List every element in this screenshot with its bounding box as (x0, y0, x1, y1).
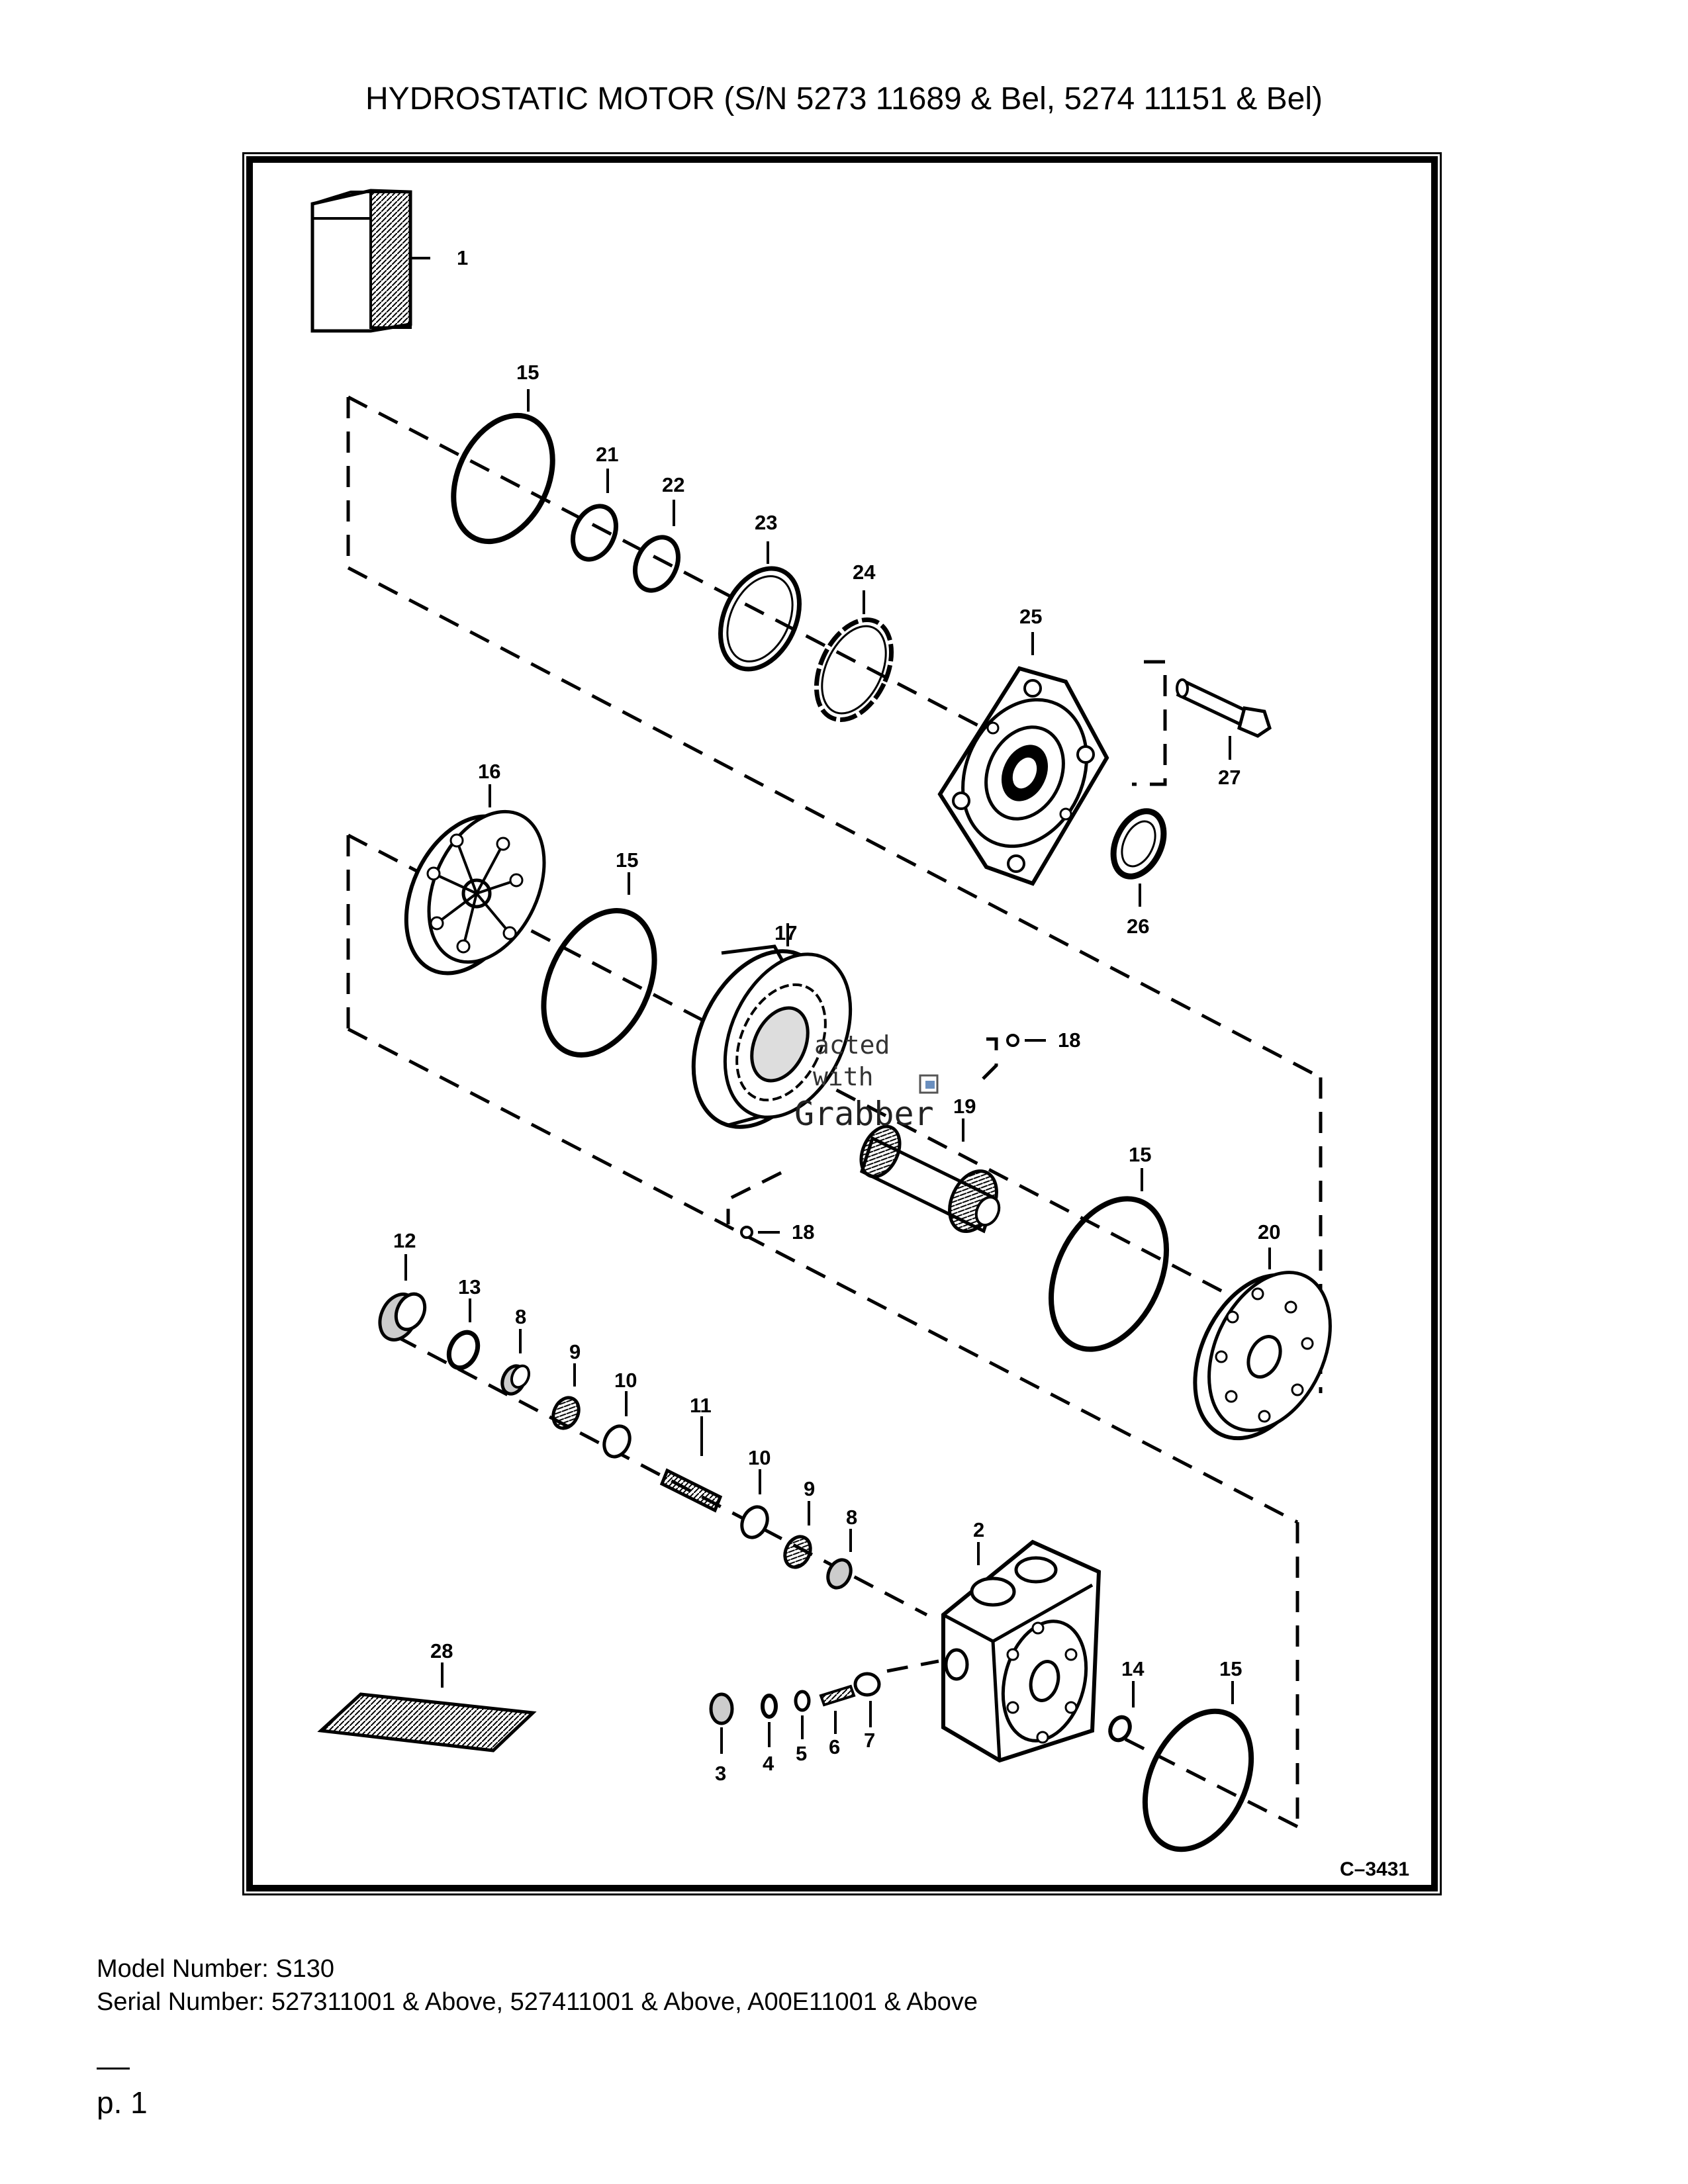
part-25-end-cover (937, 632, 1109, 886)
watermark-line-3: Grabber (794, 1095, 934, 1133)
serial-number: Serial Number: 527311001 & Above, 527411… (97, 1988, 978, 2016)
part-7-poppet (853, 1672, 881, 1727)
callout-20: 20 (1258, 1220, 1280, 1244)
callout-26: 26 (1127, 915, 1149, 938)
diagram-frame (246, 156, 1438, 1891)
callout-1: 1 (457, 246, 468, 269)
model-number: Model Number: S130 (97, 1955, 335, 1983)
callout-21: 21 (596, 443, 618, 466)
part-26-shaft-seal (1110, 808, 1167, 907)
part-28-decal (317, 1662, 537, 1752)
callout-15: 15 (516, 361, 539, 384)
callout-22: 22 (662, 473, 684, 496)
part-23-backup-ring (718, 541, 802, 672)
part-18-pin-lower (740, 1226, 780, 1239)
callout-25: 25 (1019, 605, 1042, 628)
part-16-valve-plate (404, 784, 546, 976)
callout-27: 27 (1218, 766, 1241, 789)
part-15-o-ring-top (451, 389, 555, 545)
part-20-wear-plate (1193, 1248, 1332, 1441)
part-11-spool (659, 1416, 723, 1513)
callout-14: 14 (1121, 1657, 1145, 1680)
part-9-spring-lower (783, 1501, 812, 1569)
part-15-o-ring-bottom (1142, 1681, 1254, 1852)
watermark-line-1: acted (814, 1030, 890, 1060)
part-21-ring (571, 469, 618, 562)
part-10-ball-lower (740, 1469, 769, 1539)
callout-23: 23 (755, 511, 777, 534)
callout-18b: 18 (792, 1220, 814, 1244)
part-14-o-ring (1108, 1681, 1135, 1743)
callout-4: 4 (763, 1752, 774, 1775)
part-22-ring (633, 500, 680, 593)
page-title: HYDROSTATIC MOTOR (S/N 5273 11689 & Bel,… (365, 81, 1323, 116)
grabber-watermark: acted with Grabber (794, 1030, 939, 1133)
callout-5: 5 (796, 1742, 807, 1765)
callout-6: 6 (829, 1735, 840, 1758)
part-27-bolt (1176, 678, 1272, 760)
part-3-plug (709, 1692, 734, 1754)
callout-12: 12 (393, 1229, 416, 1252)
callout-15c: 15 (1129, 1143, 1151, 1166)
callout-9a: 9 (569, 1340, 581, 1363)
callout-18a: 18 (1058, 1028, 1080, 1052)
page-divider (97, 2068, 130, 2070)
part-15-o-ring-lower (1048, 1168, 1170, 1352)
callout-24: 24 (853, 561, 876, 584)
watermark-line-2: with (813, 1062, 874, 1091)
callout-13: 13 (458, 1275, 481, 1298)
part-8-cap-lower (826, 1529, 853, 1590)
callout-15b: 15 (616, 848, 638, 872)
callout-9b: 9 (804, 1477, 815, 1500)
page-number: p. 1 (97, 2085, 148, 2120)
callout-15d: 15 (1219, 1657, 1242, 1680)
part-6-spring (819, 1684, 856, 1734)
part-12-plug (378, 1254, 427, 1342)
part-5-ring (794, 1690, 811, 1739)
part-15-o-ring-mid (541, 872, 657, 1058)
part-9-spring-upper (551, 1363, 581, 1430)
diagram-code: C–3431 (1340, 1858, 1410, 1880)
callout-3: 3 (715, 1762, 726, 1785)
callout-28: 28 (430, 1639, 453, 1662)
callout-16: 16 (478, 760, 500, 783)
part-4-seal (761, 1694, 778, 1747)
callout-19: 19 (953, 1095, 976, 1118)
callout-10b: 10 (748, 1446, 771, 1469)
callout-8b: 8 (846, 1506, 857, 1529)
model-info: Model Number: S130 Serial Number: 527311… (97, 1952, 978, 2019)
callout-8a: 8 (515, 1305, 526, 1328)
part-19-drive-shaft (859, 1118, 1001, 1234)
callout-17: 17 (774, 921, 797, 944)
callout-11: 11 (690, 1394, 712, 1417)
part-18-pin-upper (1006, 1034, 1046, 1047)
callout-7: 7 (864, 1729, 875, 1752)
part-1-seal-kit (310, 189, 430, 333)
part-10-ball-upper (602, 1391, 632, 1459)
part-8-cap-upper (500, 1329, 531, 1396)
part-2-housing (941, 1539, 1102, 1763)
callout-2: 2 (973, 1518, 984, 1541)
part-17-gerotor (691, 923, 853, 1129)
callout-10a: 10 (614, 1369, 637, 1392)
part-13-o-ring (446, 1298, 481, 1371)
callout-labels: 1 15 21 22 23 24 25 27 16 15 26 17 18 19… (393, 246, 1280, 1785)
